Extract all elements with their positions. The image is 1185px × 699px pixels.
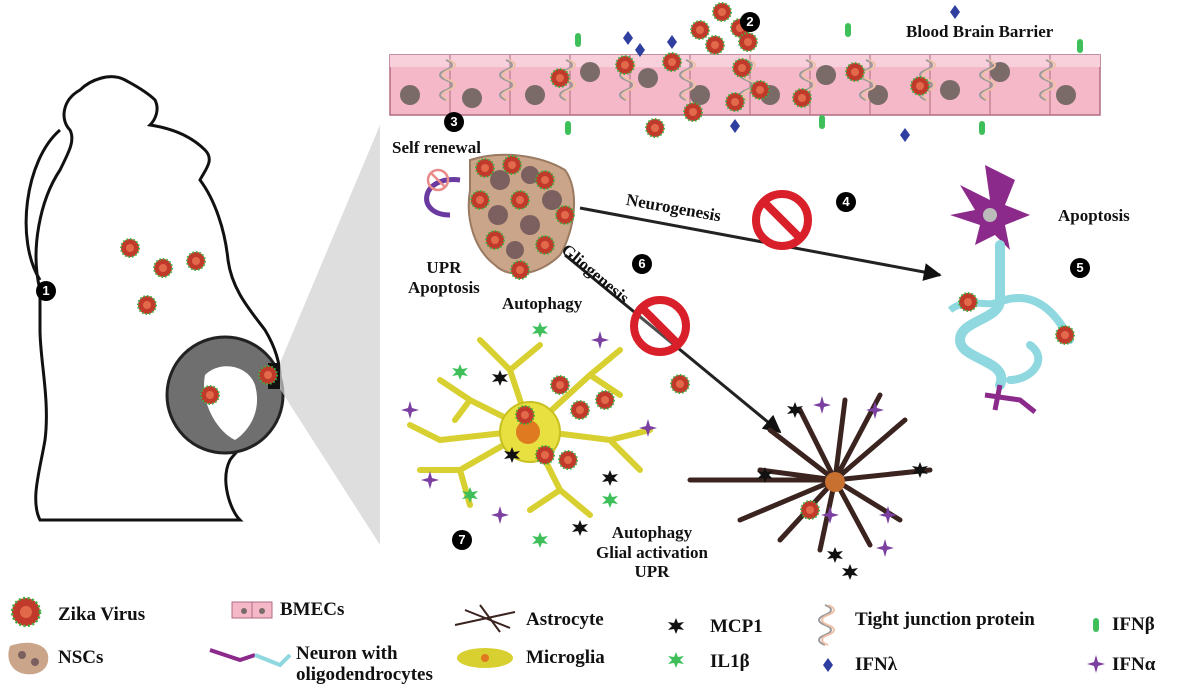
legend-zika-label: Zika Virus	[58, 604, 146, 625]
legend-ifnl-icon	[823, 658, 833, 672]
legend-bmecs-label: BMECs	[280, 599, 345, 620]
legend-neuron-line1: Neuron with	[296, 643, 398, 664]
gliogenesis-blocked-icon	[634, 300, 686, 352]
zoom-cone	[280, 125, 380, 545]
legend-il1b-icon	[668, 652, 684, 668]
step-1-badge: 1	[36, 281, 56, 301]
legend-astrocyte-label: Astrocyte	[526, 609, 604, 630]
pregnant-woman-outline	[24, 75, 282, 522]
legend-microglia-icon	[457, 648, 513, 668]
blood-brain-barrier	[389, 54, 1101, 116]
apoptosis-text: Apoptosis	[408, 277, 480, 297]
legend-neuron-icon	[209, 648, 292, 668]
upr-text: UPR	[426, 258, 462, 277]
astrocyte-cell	[687, 392, 933, 553]
womb-fetus	[165, 335, 285, 455]
legend-astrocyte-icon	[454, 604, 516, 633]
self-renewal-arrow	[424, 168, 461, 218]
legend-mcp1-icon	[668, 618, 684, 634]
legend-bmec-icon	[231, 601, 273, 619]
legend-ifna-label: IFNα	[1112, 654, 1156, 675]
legend-tight-junction-label: Tight junction protein	[855, 609, 1035, 630]
legend-il1b-label: IL1β	[710, 651, 750, 672]
upr-text-bottom: UPR	[634, 562, 670, 582]
legend-neuron-label: Neuron with oligodendrocytes	[296, 643, 433, 686]
bbb-label: Blood Brain Barrier	[906, 22, 1054, 41]
legend-neuron-line2: oligodendrocytes	[296, 663, 433, 685]
legend-ifna-icon	[1087, 655, 1105, 673]
legend-mcp1-label: MCP1	[710, 616, 763, 637]
neurogenesis-blocked-icon	[756, 194, 808, 246]
step-4-badge: 4	[836, 192, 856, 212]
legend-zika-icon	[10, 596, 42, 628]
step-3-badge: 3	[444, 112, 464, 132]
legend-ifnb-label: IFNβ	[1112, 614, 1155, 635]
belly-viruses	[120, 238, 206, 315]
legend-microglia-label: Microglia	[526, 647, 605, 668]
neuron-oligodendrocytes	[947, 165, 1075, 414]
legend-nscs-label: NSCs	[58, 647, 104, 668]
step-7-badge: 7	[452, 530, 472, 550]
microglia-cell	[407, 337, 653, 518]
neurogenesis-arrow	[579, 206, 942, 281]
nsc-cluster	[467, 153, 576, 280]
autophagy-text: Autophagy	[611, 523, 693, 542]
upr-apoptosis-label: UPR Apoptosis	[408, 258, 480, 297]
legend-ifnl-label: IFNλ	[855, 654, 898, 675]
step-2-badge: 2	[740, 12, 760, 32]
step-5-badge: 5	[1070, 258, 1090, 278]
legend-tight-junction-icon	[818, 604, 835, 646]
legend-nsc-icon	[8, 642, 49, 675]
glial-response-label: Autophagy Glial activation UPR	[596, 523, 708, 582]
glial-activation-text: Glial activation	[596, 542, 708, 562]
autophagy-label: Autophagy	[502, 294, 583, 313]
step-6-badge: 6	[632, 254, 652, 274]
self-renewal-label: Self renewal	[392, 138, 481, 157]
legend-icons	[8, 596, 1105, 675]
apoptosis-label: Apoptosis	[1058, 206, 1130, 225]
legend-ifnb-icon	[1093, 618, 1099, 632]
